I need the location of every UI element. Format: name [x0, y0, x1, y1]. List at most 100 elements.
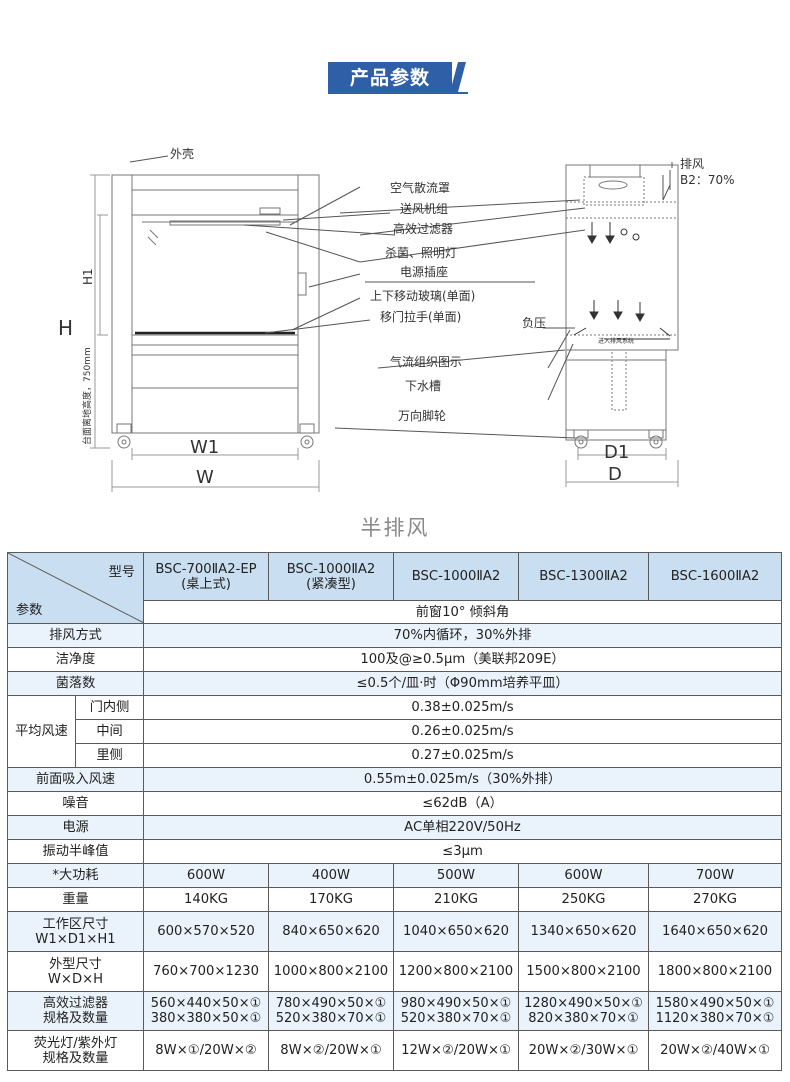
cell: 250KG [518, 887, 649, 912]
model-col-3: BSC-1000ⅡA2 [393, 552, 519, 601]
cell: 600×570×520 [143, 911, 269, 952]
section-title-banner: 产品参数 [0, 62, 790, 94]
table-row: 振动半峰值 ≤3μm [7, 839, 782, 864]
model-col-5: BSC-1600ⅡA2 [648, 552, 782, 601]
table-row: 中间 0.26±0.025m/s [7, 719, 782, 744]
cell: 1340×650×620 [518, 911, 649, 952]
page-title: 产品参数 [349, 67, 430, 89]
row-value: ≤3μm [143, 839, 782, 864]
corner-cell: 型号 参数 [7, 552, 144, 624]
label-outer-shell: 外壳 [170, 147, 194, 161]
row-label: 振动半峰值 [7, 839, 144, 864]
table-row: 前面吸入风速 0.55m±0.025m/s（30%外排） [7, 767, 782, 792]
cell: 1000×800×2100 [268, 951, 394, 992]
cell: 20W×②/30W×① [518, 1030, 649, 1071]
table-header-row: 型号 参数 BSC-700ⅡA2-EP(桌上式) BSC-1000ⅡA2(紧凑型… [7, 552, 782, 624]
table-row: 洁净度 100及@≥0.5μm（美联邦209E） [7, 647, 782, 672]
table-row: 重量 140KG 170KG 210KG 250KG 270KG [7, 887, 782, 912]
row-value: ≤0.5个/皿·时（Φ90mm培养平皿） [143, 671, 782, 696]
cell: 270KG [648, 887, 782, 912]
cell: 1640×650×620 [648, 911, 782, 952]
corner-model-label: 型号 [108, 565, 135, 580]
cell: 170KG [268, 887, 394, 912]
cell: 760×700×1230 [143, 951, 269, 992]
row-value: 0.38±0.025m/s [143, 695, 782, 720]
dim-w1: W1 [190, 437, 219, 458]
label-handle: 移门拉手(单面) [380, 309, 461, 324]
table-row: 平均风速 门内侧 0.38±0.025m/s [7, 695, 782, 768]
dim-h1: H1 [81, 268, 95, 285]
table-row: 电源 AC单相220V/50Hz [7, 815, 782, 840]
table-row: 排风方式 70%内循环，30%外排 [7, 623, 782, 648]
title-box: 产品参数 [328, 62, 468, 94]
cell: 1500×800×2100 [518, 951, 649, 992]
cell: 20W×②/40W×① [648, 1030, 782, 1071]
cell: 840×650×620 [268, 911, 394, 952]
label-hepa-filter: 高效过滤器 [393, 221, 453, 236]
table-row: 噪音 ≤62dB（A） [7, 791, 782, 816]
cell: 8W×②/20W×① [268, 1030, 394, 1071]
cell: 1200×800×2100 [393, 951, 519, 992]
front-view [111, 174, 320, 434]
label-negative-pressure: 负压 [522, 316, 546, 330]
row-label: 前面吸入风速 [7, 767, 144, 792]
label-drain: 下水槽 [405, 379, 441, 393]
cell: 210KG [393, 887, 519, 912]
cell: 1040×650×620 [393, 911, 519, 952]
cell: 700W [648, 863, 782, 888]
table-row: 菌落数 ≤0.5个/皿·时（Φ90mm培养平皿） [7, 671, 782, 696]
row-label: 排风方式 [7, 623, 144, 648]
cell: 12W×②/20W×① [393, 1030, 519, 1071]
side-view [565, 164, 679, 449]
row-value: ≤62dB（A） [143, 791, 782, 816]
row-label: 平均风速 [7, 695, 76, 768]
dim-d: D [608, 464, 622, 485]
leader-lines [129, 155, 673, 439]
row-value: 0.26±0.025m/s [143, 719, 782, 744]
cell: 500W [393, 863, 519, 888]
label-exhaust: 排风 [680, 157, 704, 171]
model-col-1: BSC-700ⅡA2-EP(桌上式) [143, 552, 269, 601]
table-row: 前窗10° 倾斜角 [7, 600, 782, 624]
cell: 8W×①/20W×② [143, 1030, 269, 1071]
row-value: 0.27±0.025m/s [143, 743, 782, 768]
row-label: 洁净度 [7, 647, 144, 672]
front-dimensions [90, 174, 320, 492]
row-label: 噪音 [7, 791, 144, 816]
label-to-exhaust: 进入排风系统 [598, 337, 634, 345]
title-underline [328, 92, 468, 94]
table-row: 荧光灯/紫外灯规格及数量 8W×①/20W×② 8W×②/20W×① 12W×②… [7, 1030, 782, 1071]
table-row: *大功耗 600W 400W 500W 600W 700W [7, 863, 782, 888]
row-label: 重量 [7, 887, 144, 912]
label-b2: B2：70% [680, 173, 735, 187]
cell: 400W [268, 863, 394, 888]
dim-d1: D1 [604, 442, 629, 463]
row-sublabel: 中间 [75, 719, 144, 744]
corner-param-label: 参数 [16, 603, 43, 618]
cabinet-diagram: 外壳 空气散流罩 送风机组 高效过滤器 杀菌、照明灯 电源插座 上下移动玻璃(单… [58, 147, 735, 492]
row-label: 电源 [7, 815, 144, 840]
row-value: 70%内循环，30%外排 [143, 623, 782, 648]
label-airflow: 气流组织图示 [390, 354, 462, 369]
label-glass: 上下移动玻璃(单面) [370, 289, 475, 303]
airflow-arrows [573, 222, 671, 340]
model-col-4: BSC-1300ⅡA2 [518, 552, 649, 601]
label-lamp: 杀菌、照明灯 [385, 245, 457, 260]
table-row: 里侧 0.27±0.025m/s [7, 743, 782, 768]
label-caster: 万向脚轮 [398, 408, 446, 423]
row-label: 高效过滤器规格及数量 [7, 991, 144, 1031]
row-sublabel: 门内侧 [75, 695, 144, 720]
row-label: *大功耗 [7, 863, 144, 888]
model-col-2: BSC-1000ⅡA2(紧凑型) [268, 552, 394, 601]
title-background [328, 62, 466, 92]
label-fan-unit: 送风机组 [400, 201, 448, 216]
front-window-value: 前窗10° 倾斜角 [143, 600, 782, 624]
